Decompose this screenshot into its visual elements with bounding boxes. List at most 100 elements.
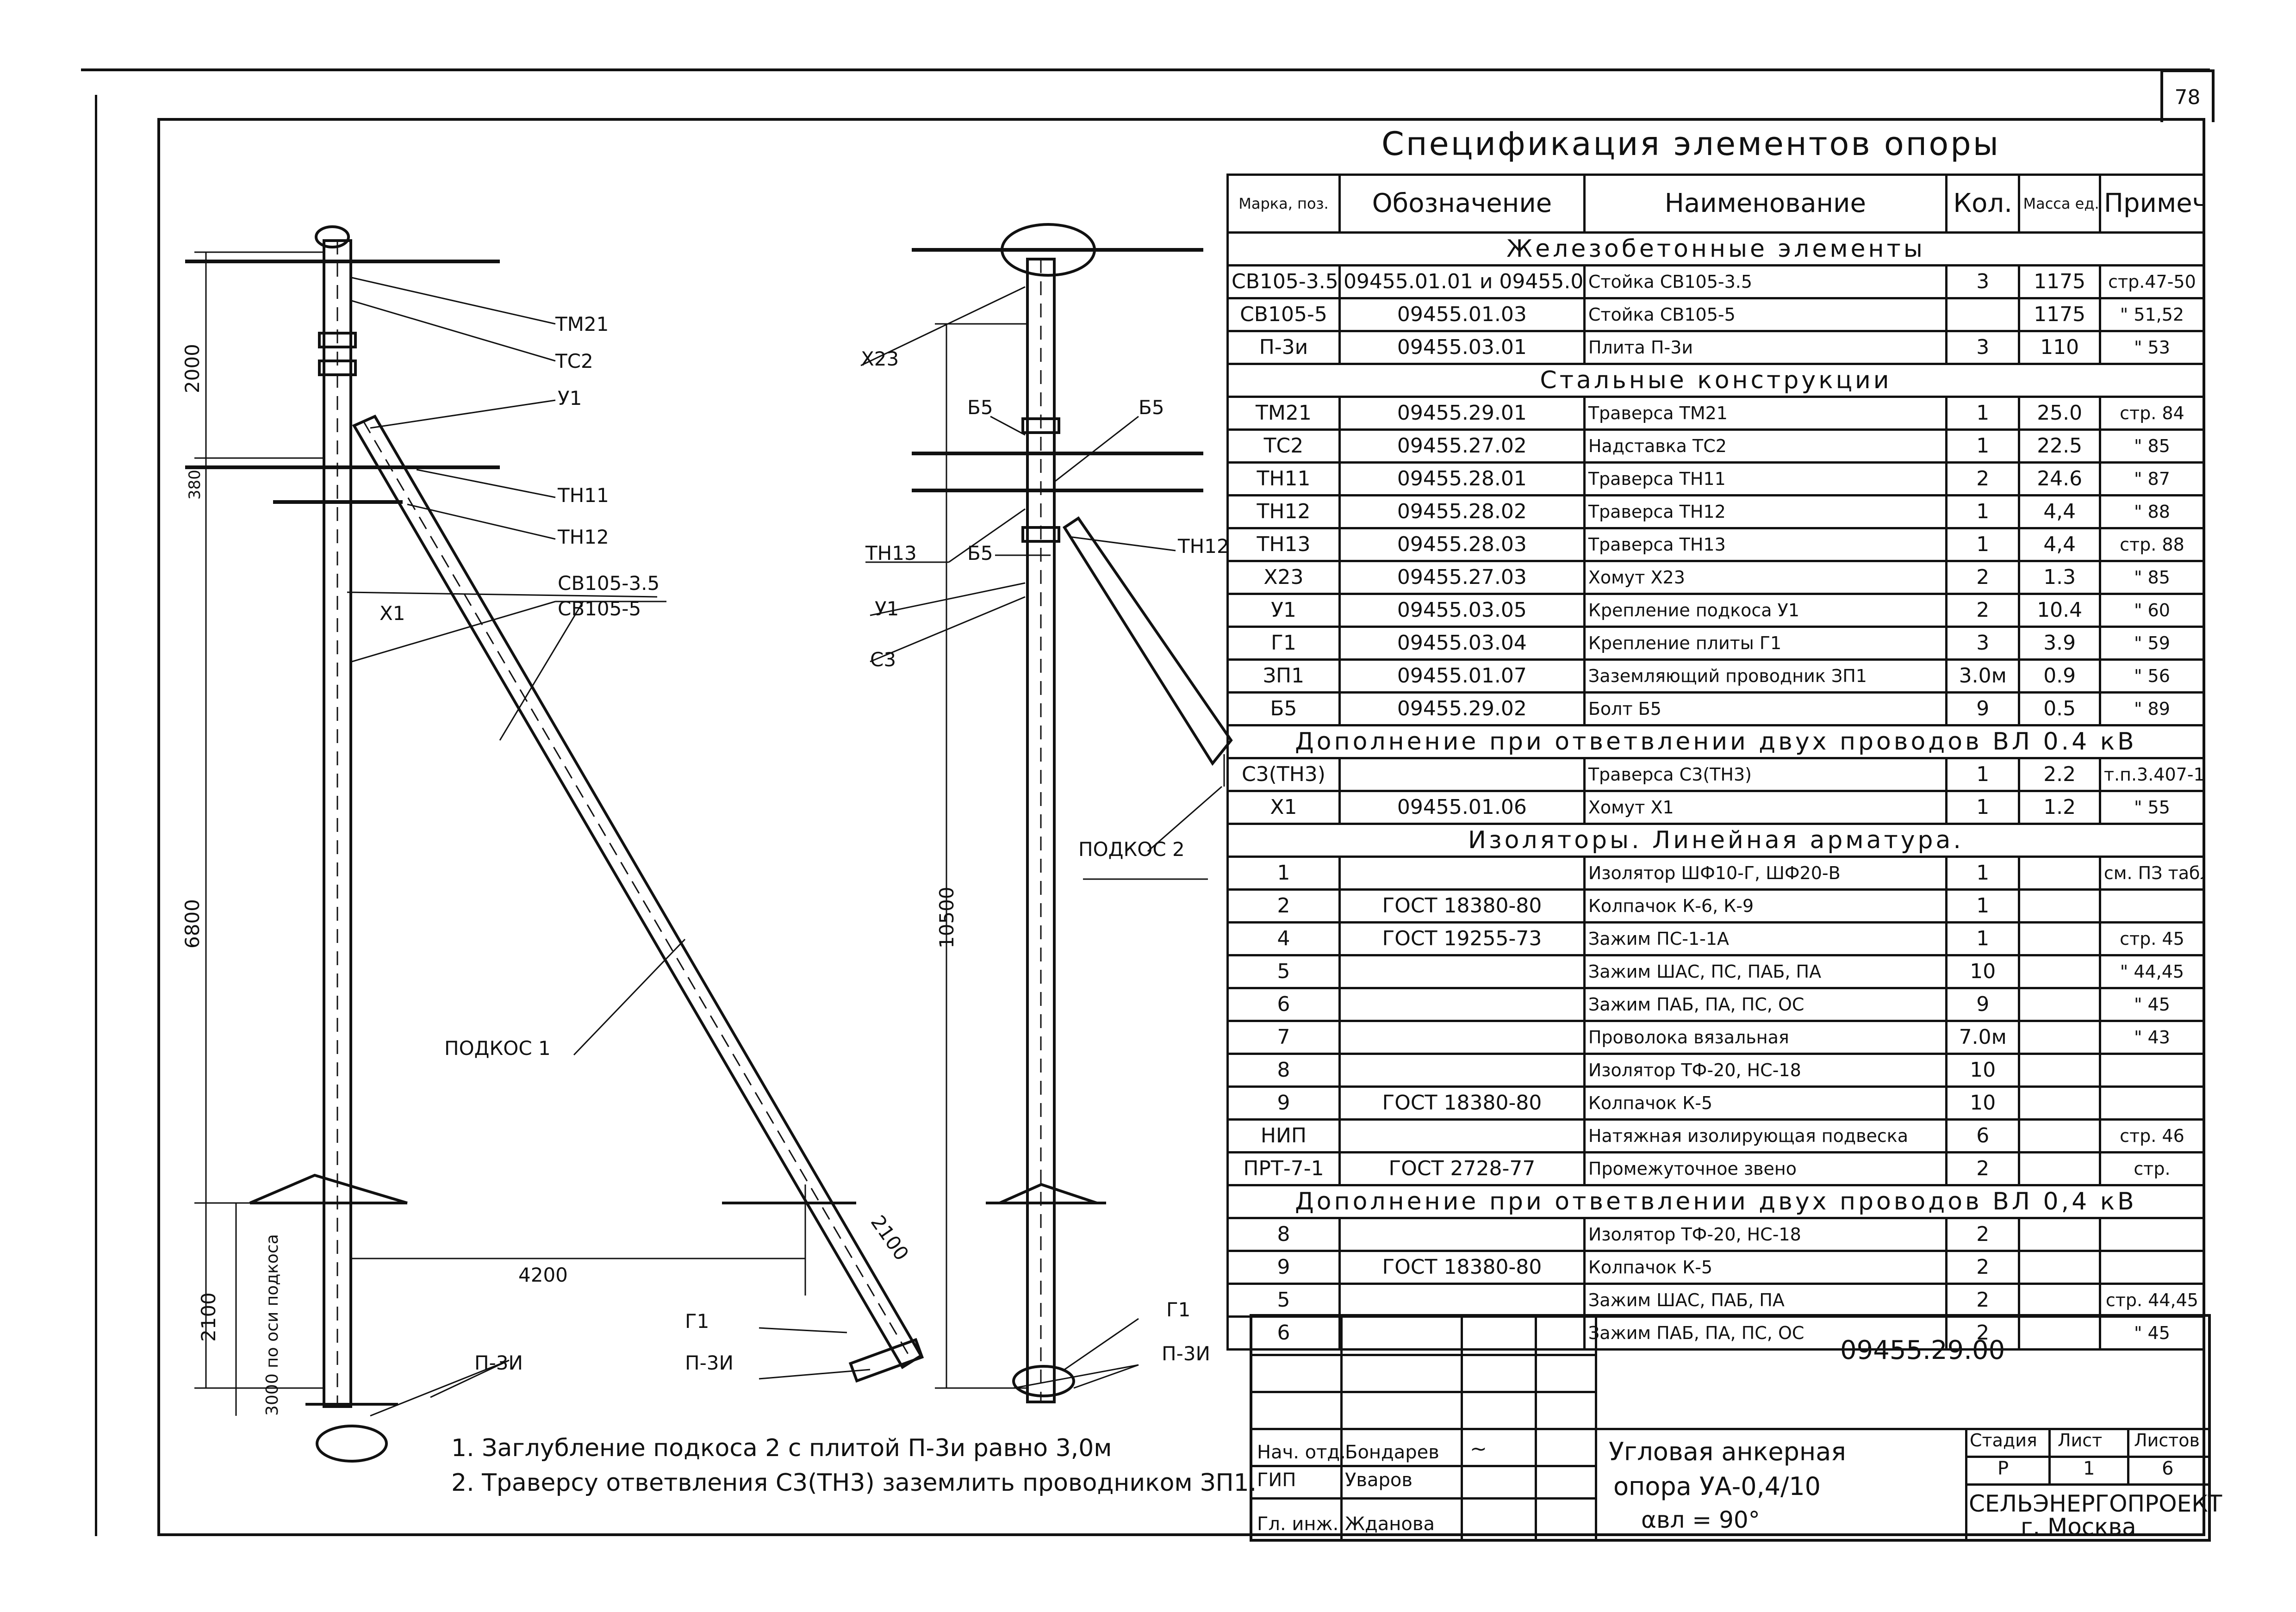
spec-cell [2098,1217,2206,1252]
spec-cell: 2.2 [2018,757,2101,792]
spec-header-cell: Примеч. [2098,174,2206,234]
spec-section-title: Стальные конструкции [1226,363,2205,398]
spec-cell: 8 [1226,1217,1341,1252]
spec-cell: ГОСТ 18380-80 [1338,1085,1586,1121]
spec-cell: СВ105-5 [1226,297,1341,332]
spec-cell: " 53 [2098,330,2206,365]
spec-cell: " 55 [2098,790,2206,825]
label-g1-left: Г1 [685,1310,709,1333]
sheets-value: 6 [2162,1458,2174,1479]
sheet-value: 1 [2083,1458,2095,1479]
spec-cell: 9 [1945,691,2021,726]
spec-cell: 09455.28.02 [1338,494,1586,529]
spec-header-cell: Обозначение [1338,174,1586,234]
label-p3i-left: П-3И [474,1352,523,1374]
spec-section-title: Дополнение при ответвлении двух проводов… [1226,724,2205,759]
label-x1: Х1 [380,602,405,625]
spec-cell: Траверса ТН12 [1583,494,1948,529]
spec-cell: 2 [1945,1283,2021,1318]
label-c3: С3 [870,648,896,671]
spec-cell: 1 [1226,856,1341,891]
label-b5-lower: Б5 [967,542,993,564]
spec-cell: 5 [1226,1283,1341,1318]
spec-cell [2018,1151,2101,1186]
dim-4200: 4200 [518,1264,568,1286]
slab-left [316,1425,388,1463]
spec-cell: см. ПЗ табл. 7 [2098,856,2206,891]
label-g1-right: Г1 [1166,1298,1190,1321]
spec-cell: 1 [1945,921,2021,956]
spec-cell: 22.5 [2018,428,2101,464]
spec-cell: " 59 [2098,626,2206,661]
spec-cell: " 87 [2098,461,2206,496]
spec-cell: Изолятор ТФ-20, НС-18 [1583,1053,1948,1088]
organization: СЕЛЬЭНЕРГОПРОЕКТ [1969,1490,2222,1517]
label-podkos-2: ПОДКОС 2 [1078,838,1185,861]
spec-cell: 09455.03.04 [1338,626,1586,661]
spec-cell: Колпачок К-5 [1583,1250,1948,1285]
spec-cell [1338,954,1586,989]
spec-cell: 2 [1945,1217,2021,1252]
spec-cell: Траверса ТН13 [1583,527,1948,562]
spec-cell: 09455.28.01 [1338,461,1586,496]
spec-cell: 09455.03.05 [1338,593,1586,628]
spec-cell [1338,1053,1586,1088]
spec-cell: 09455.29.01 [1338,396,1586,431]
spec-cell: " 56 [2098,658,2206,694]
label-tn12: ТН12 [557,526,609,548]
spec-cell: 25.0 [2018,396,2101,431]
spec-cell [2018,921,2101,956]
spec-cell: ГОСТ 18380-80 [1338,888,1586,924]
spec-cell: У1 [1226,593,1341,628]
spec-cell: т.п.3.407-102 3.407-1-143 [2098,757,2206,792]
spec-cell: Зажим ШАС, ПАБ, ПА [1583,1283,1948,1318]
pole-drawing: ТМ21 ТС2 У1 ТН11 ТН12 Х1 СВ105-3.5 СВ105… [181,223,1233,1463]
title-block: 09455.29.00 Нач. отд. ГИП Гл. инж. Бонда… [1250,1314,2222,1542]
label-tn12-right: ТН12 [1177,535,1229,558]
spec-cell: ТН11 [1226,461,1341,496]
spec-cell: 1 [1945,428,2021,464]
spec-cell: 6 [1226,1315,1341,1351]
spec-cell: С3(ТН3) [1226,757,1341,792]
spec-cell [2098,888,2206,924]
spec-cell: 8 [1226,1053,1341,1088]
label-u1-right: У1 [875,597,899,620]
stage-value: Р [1997,1458,2009,1479]
name-line-3: αвл = 90° [1641,1507,1760,1533]
spec-cell: 9 [1226,1250,1341,1285]
spec-cell: 6 [1945,1118,2021,1153]
drawing-code: 09455.29.00 [1840,1335,2005,1365]
spec-cell: 7 [1226,1020,1341,1055]
stage-header: Стадия [1970,1430,2037,1451]
spec-cell: Крепление подкоса У1 [1583,593,1948,628]
spec-cell [1338,1118,1586,1153]
dim-380: 380 [186,470,204,500]
spec-cell [1338,987,1586,1022]
spec-cell: 1 [1945,888,2021,924]
spec-cell [2018,1217,2101,1252]
spec-cell: ТМ21 [1226,396,1341,431]
note-2: 2. Траверсу ответвления С3(ТН3) заземлит… [451,1469,1257,1497]
spec-cell [1338,1020,1586,1055]
spec-section-title: Дополнение при ответвлении двух проводов… [1226,1184,2205,1219]
spec-cell: стр. 45 [2098,921,2206,956]
spec-cell: 10 [1945,1085,2021,1121]
spec-cell: стр. 46 [2098,1118,2206,1153]
spec-row: С3(ТН3)Траверса С3(ТН3)12.2т.п.3.407-102… [1226,757,2206,792]
spec-header-cell: Масса ед. кг [2018,174,2101,234]
spec-cell: Колпачок К-5 [1583,1085,1948,1121]
spec-cell: 09455.29.02 [1338,691,1586,726]
label-tc2: ТС2 [555,350,593,372]
spec-cell: стр. 88 [2098,527,2206,562]
